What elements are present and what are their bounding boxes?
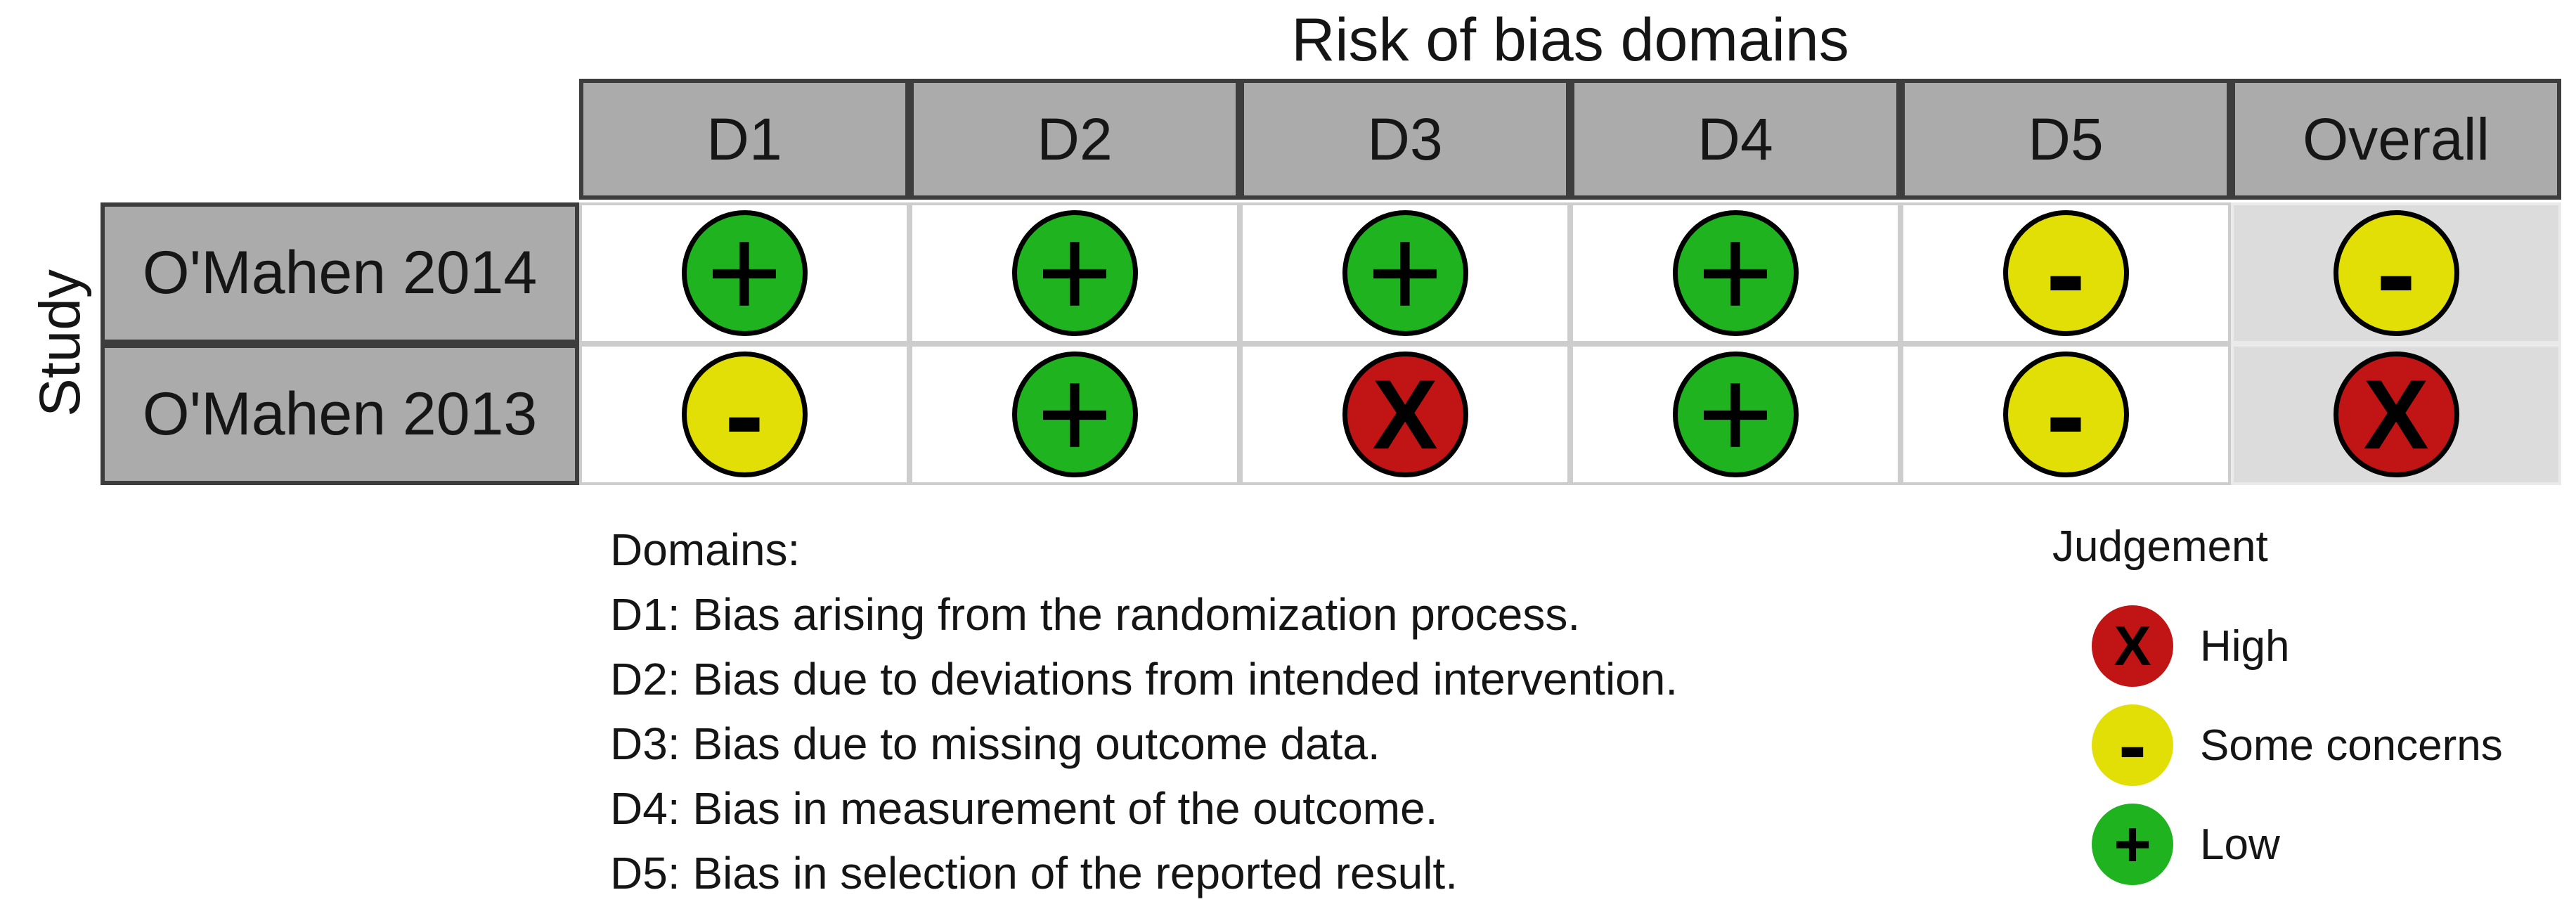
study-label-omahen-2013: O'Mahen 2013 xyxy=(101,344,579,485)
cell-2013-d2: + xyxy=(910,344,1240,485)
low-risk-plus-icon: + xyxy=(1342,208,1468,338)
study-label-omahen-2014: O'Mahen 2014 xyxy=(101,202,579,344)
column-header-d5: D5 xyxy=(1901,79,2231,200)
cell-2014-d5: - xyxy=(1901,202,2231,344)
column-header-overall: Overall xyxy=(2231,79,2561,200)
domain-note-line-d2: D2: Bias due to deviations from intended… xyxy=(610,654,1678,704)
domains-note-heading: Domains: xyxy=(610,524,801,575)
domain-note-line-d1: D1: Bias arising from the randomization … xyxy=(610,589,1581,640)
cell-2013-d5: - xyxy=(1901,344,2231,485)
high-risk-x-icon: X xyxy=(2092,605,2173,687)
domain-note-line-d3: D3: Bias due to missing outcome data. xyxy=(610,718,1380,769)
column-header-d4: D4 xyxy=(1570,79,1901,200)
cell-2013-d4: + xyxy=(1570,344,1901,485)
column-header-d3: D3 xyxy=(1240,79,1570,200)
legend-item-some-concerns: - Some concerns xyxy=(2092,703,2503,787)
legend-item-low: + Low xyxy=(2092,804,2280,885)
some-concerns-minus-icon: - xyxy=(681,352,808,477)
legend-label-high: High xyxy=(2200,621,2290,671)
column-header-d2: D2 xyxy=(910,79,1240,200)
legend-label-low: Low xyxy=(2200,820,2280,869)
some-concerns-minus-icon: - xyxy=(2002,352,2129,477)
low-risk-plus-icon: + xyxy=(681,208,808,338)
cell-2013-overall: X xyxy=(2231,344,2561,485)
cell-2013-d1: - xyxy=(579,344,910,485)
legend-item-high: X High xyxy=(2092,605,2290,687)
chart-title: Risk of bias domains xyxy=(1291,6,1849,74)
low-risk-plus-icon: + xyxy=(1672,349,1799,479)
domain-note-line-d5: D5: Bias in selection of the reported re… xyxy=(610,848,1458,898)
cell-2013-d3: X xyxy=(1240,344,1570,485)
column-header-d1: D1 xyxy=(579,79,910,200)
legend-label-some-concerns: Some concerns xyxy=(2200,721,2503,770)
low-risk-plus-icon: + xyxy=(1011,208,1138,338)
high-risk-x-icon: X xyxy=(2333,352,2459,477)
study-axis-label: Study xyxy=(28,269,92,417)
domain-note-line-d4: D4: Bias in measurement of the outcome. xyxy=(610,783,1438,834)
cell-2014-overall: - xyxy=(2231,202,2561,344)
low-risk-plus-icon: + xyxy=(1011,349,1138,479)
some-concerns-minus-icon: - xyxy=(2092,703,2173,787)
cell-2014-d3: + xyxy=(1240,202,1570,344)
high-risk-x-icon: X xyxy=(1342,352,1468,477)
legend-heading: Judgement xyxy=(2052,522,2268,571)
domains-note: Domains: D1: Bias arising from the rando… xyxy=(610,517,1678,905)
some-concerns-minus-icon: - xyxy=(2333,210,2459,336)
cell-2014-d4: + xyxy=(1570,202,1901,344)
some-concerns-minus-icon: - xyxy=(2002,210,2129,336)
cell-2014-d1: + xyxy=(579,202,910,344)
low-risk-plus-icon: + xyxy=(2092,804,2173,885)
cell-2014-d2: + xyxy=(910,202,1240,344)
low-risk-plus-icon: + xyxy=(1672,208,1799,338)
